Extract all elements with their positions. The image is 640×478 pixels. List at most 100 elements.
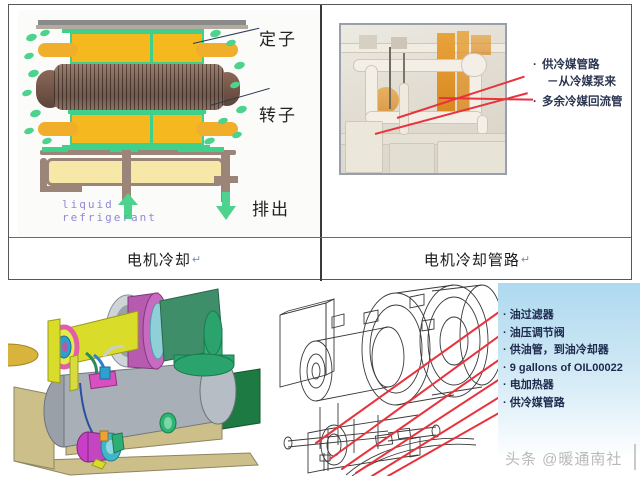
- droplet: [23, 51, 35, 61]
- sump-pipe-left-horizontal: [40, 186, 82, 192]
- caption-cell-right: 电机冷却管路↵: [322, 237, 633, 281]
- label-discharge: 排出: [252, 200, 290, 219]
- rotor-body: [54, 64, 224, 110]
- motor-cooling-diagram: liquid refrigerant: [18, 10, 320, 237]
- photo-rod-b: [403, 53, 405, 109]
- photo-drop-pipe: [477, 115, 488, 135]
- chiller-3d-svg: [8, 288, 261, 476]
- inlet-pipe: [122, 150, 131, 200]
- droplet: [235, 104, 248, 115]
- chiller-line-drawing: [268, 283, 506, 476]
- table-vertical-divider: [320, 5, 322, 281]
- label-rotor: 转子: [259, 106, 297, 125]
- leader-oil-charge: [355, 374, 506, 474]
- bullet-dot: ·: [533, 59, 537, 71]
- bullet-dot: ·: [503, 326, 507, 339]
- photo-orange-block: [471, 35, 491, 55]
- line-drawing-svg: [279, 284, 506, 476]
- stator-lower-left: [70, 113, 152, 145]
- stator-winding-upper-right: [196, 43, 238, 57]
- bottom-figure-band: · 油过滤器 · 油压调节阀 · 供油管，到油冷却器 · 9 gallons o…: [0, 281, 640, 478]
- component-label-item: · 油过滤器: [503, 307, 623, 325]
- photo-orange-coil-a: [437, 33, 455, 119]
- photo-label-text: －从冷媒泵来: [547, 76, 616, 88]
- stator-winding-upper-left: [38, 43, 78, 57]
- housing-green-mid: [110, 147, 138, 152]
- droplet: [23, 126, 35, 136]
- outlet-branch: [214, 176, 238, 183]
- comparison-table: liquid refrigerant 定子 转子 排出: [8, 4, 633, 281]
- photo-lower-plate-right: [437, 141, 505, 173]
- caption-left-text: 电机冷却: [126, 251, 191, 269]
- watermark-divider: [634, 444, 636, 470]
- leader-refrigerant-line: [387, 408, 506, 476]
- oil-sump: [46, 158, 224, 186]
- leader-oil-filter: [315, 306, 506, 444]
- droplet: [39, 28, 51, 38]
- pilcrow-mark: ↵: [191, 253, 203, 266]
- discharge-flow-arrow: [216, 192, 236, 220]
- photo-bracket-a: [359, 35, 377, 49]
- component-label-text: 供冷媒管路: [509, 396, 565, 409]
- photo-vertical-tube: [399, 83, 409, 135]
- bullet-dot: ·: [503, 361, 507, 374]
- liquid-refrigerant-line2: refrigerant: [62, 211, 157, 224]
- component-label-text: 9 gallons of OIL00022: [509, 361, 623, 374]
- pilcrow-mark: ↵: [520, 253, 532, 266]
- component-label-item: · 供冷媒管路: [503, 395, 623, 413]
- component-label-item: · 油压调节阀: [503, 325, 623, 343]
- droplet: [21, 88, 33, 98]
- component-label-item: · 电加热器: [503, 377, 623, 395]
- sump-pipe-left: [40, 158, 47, 192]
- inlet-flow-arrow: [118, 193, 138, 219]
- bullet-dot: ·: [533, 96, 537, 108]
- photo-label-list: · 供冷媒管路 －从冷媒泵来 · 多余冷媒回流管: [533, 57, 623, 111]
- photo-label-text: 供冷媒管路: [542, 59, 600, 71]
- component-label-list: · 油过滤器 · 油压调节阀 · 供油管，到油冷却器 · 9 gallons o…: [503, 307, 623, 412]
- liquid-refrigerant-line1: liquid: [62, 198, 114, 211]
- droplet: [29, 108, 42, 119]
- photo-label-item: · 多余冷媒回流管: [533, 94, 623, 111]
- watermark: 头条 @暖通南社: [505, 451, 623, 468]
- photo-lower-plate-left: [345, 121, 383, 173]
- stator-lower-green-edge-top: [68, 110, 206, 114]
- top-rail: [38, 20, 246, 25]
- stator-winding-lower-left: [38, 122, 78, 136]
- housing-green-right: [178, 147, 224, 152]
- liquid-refrigerant-label: liquid refrigerant: [62, 198, 157, 224]
- caption-right-text: 电机冷却管路: [423, 251, 520, 269]
- housing-top: [40, 150, 236, 155]
- component-label-text: 供油管，到油冷却器: [509, 344, 609, 356]
- leader-oil-pressure-valve: [329, 330, 506, 460]
- stator-winding-lower-right: [196, 122, 238, 136]
- component-label-item: · 9 gallons of OIL00022: [503, 360, 623, 378]
- top-green-plate: [62, 29, 204, 33]
- photo-top-rail: [341, 43, 505, 53]
- component-label-text: 油过滤器: [509, 309, 554, 321]
- photo-label-subitem: －从冷媒泵来: [533, 74, 623, 91]
- top-rail-shadow: [36, 25, 248, 29]
- photo-lower-plate-mid: [389, 143, 435, 173]
- label-panel-background: [498, 283, 640, 459]
- bullet-dot: ·: [503, 379, 507, 391]
- stator-lower-right: [151, 113, 204, 145]
- photo-rod-a: [389, 47, 391, 109]
- photo-bracket-b: [391, 37, 407, 49]
- table-horizontal-divider: [9, 237, 631, 238]
- leader-heater: [371, 392, 506, 476]
- component-label-item: · 供油管，到油冷却器: [503, 342, 623, 360]
- rotor-lamination-stripes: [54, 64, 224, 110]
- photo-label-text: 多余冷媒回流管: [542, 96, 623, 108]
- component-label-text: 电加热器: [509, 379, 554, 391]
- bullet-dot: ·: [503, 344, 507, 356]
- stator-upper-left: [70, 32, 152, 64]
- caption-cell-left: 电机冷却↵: [9, 237, 320, 281]
- housing-green-left: [42, 147, 68, 152]
- label-stator: 定子: [259, 30, 297, 49]
- droplet: [41, 136, 53, 146]
- chiller-3d-render: [8, 283, 270, 476]
- droplet: [233, 60, 246, 71]
- droplet: [25, 32, 38, 43]
- leader-oil-supply-line: [341, 354, 506, 470]
